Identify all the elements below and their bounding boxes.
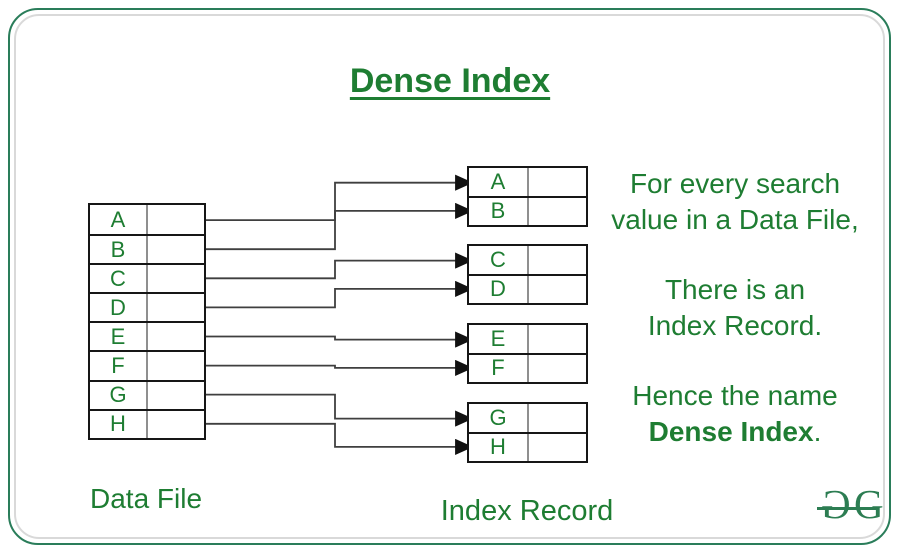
key-cell: D xyxy=(469,276,529,303)
table-row: H xyxy=(469,432,586,461)
table-row: D xyxy=(469,274,586,303)
table-row: E xyxy=(90,321,204,351)
note-bold-term: Dense Index xyxy=(648,416,814,447)
index-table-ef: E F xyxy=(467,323,588,384)
key-cell: E xyxy=(90,323,148,351)
index-table-cd: C D xyxy=(467,244,588,305)
table-row: H xyxy=(90,408,204,438)
value-cell xyxy=(148,205,204,234)
key-cell: A xyxy=(90,205,148,235)
explanation-text: For every search value in a Data File, T… xyxy=(585,166,885,484)
table-row: C xyxy=(90,263,204,293)
value-cell xyxy=(148,294,204,321)
table-row: D xyxy=(90,292,204,322)
value-cell xyxy=(148,382,204,409)
key-cell: B xyxy=(90,236,148,264)
value-cell xyxy=(529,325,586,353)
value-cell xyxy=(529,168,586,196)
key-cell: F xyxy=(90,352,148,380)
table-row: C xyxy=(469,246,586,275)
key-cell: D xyxy=(90,294,148,322)
index-table-gh: G H xyxy=(467,402,588,463)
geeksforgeeks-logo-icon: G G xyxy=(817,481,889,527)
table-row: G xyxy=(90,379,204,409)
table-row: A xyxy=(469,168,586,197)
key-cell: C xyxy=(90,265,148,293)
key-cell: H xyxy=(469,434,529,461)
value-cell xyxy=(148,236,204,263)
value-cell xyxy=(148,411,204,438)
note-line: Index Record. xyxy=(647,310,823,341)
key-cell: F xyxy=(469,355,529,382)
note-line: There is an xyxy=(664,274,806,305)
table-row: B xyxy=(469,196,586,225)
value-cell xyxy=(148,265,204,292)
key-cell: H xyxy=(90,410,148,438)
card-inner-border xyxy=(14,14,885,539)
page-title: Dense Index xyxy=(349,62,551,100)
value-cell xyxy=(529,246,586,274)
value-cell xyxy=(529,355,586,381)
table-row: A xyxy=(90,205,204,235)
logo-bar xyxy=(817,507,879,510)
key-cell: C xyxy=(469,246,529,275)
table-row: G xyxy=(469,404,586,433)
logo-letter: G xyxy=(854,481,884,527)
card-border xyxy=(8,8,891,545)
table-row: F xyxy=(90,350,204,380)
key-cell: A xyxy=(469,168,529,197)
key-cell: G xyxy=(90,381,148,409)
key-cell: B xyxy=(469,198,529,225)
note-line: Hence the name xyxy=(632,380,838,411)
key-cell: G xyxy=(469,404,529,433)
data-file-label: Data File xyxy=(90,483,203,514)
note-line: . xyxy=(813,416,822,447)
note-paragraph: For every search value in a Data File, xyxy=(585,166,885,238)
logo-letter-flipped: G xyxy=(821,481,851,527)
note-paragraph: There is an Index Record. xyxy=(585,272,885,344)
index-record-label: Index Record xyxy=(440,495,614,527)
value-cell xyxy=(529,276,586,302)
data-file-table: A B C D E F G H xyxy=(88,203,206,440)
key-cell: E xyxy=(469,325,529,354)
note-line: For every search xyxy=(629,168,841,199)
value-cell xyxy=(529,434,586,460)
table-row: B xyxy=(90,234,204,264)
note-line: value in a Data File, xyxy=(611,204,859,235)
value-cell xyxy=(148,352,204,379)
value-cell xyxy=(529,404,586,432)
table-row: E xyxy=(469,325,586,354)
value-cell xyxy=(148,323,204,350)
index-table-ab: A B xyxy=(467,166,588,227)
note-paragraph: Hence the name Dense Index. xyxy=(585,378,885,450)
value-cell xyxy=(529,198,586,224)
table-row: F xyxy=(469,353,586,382)
